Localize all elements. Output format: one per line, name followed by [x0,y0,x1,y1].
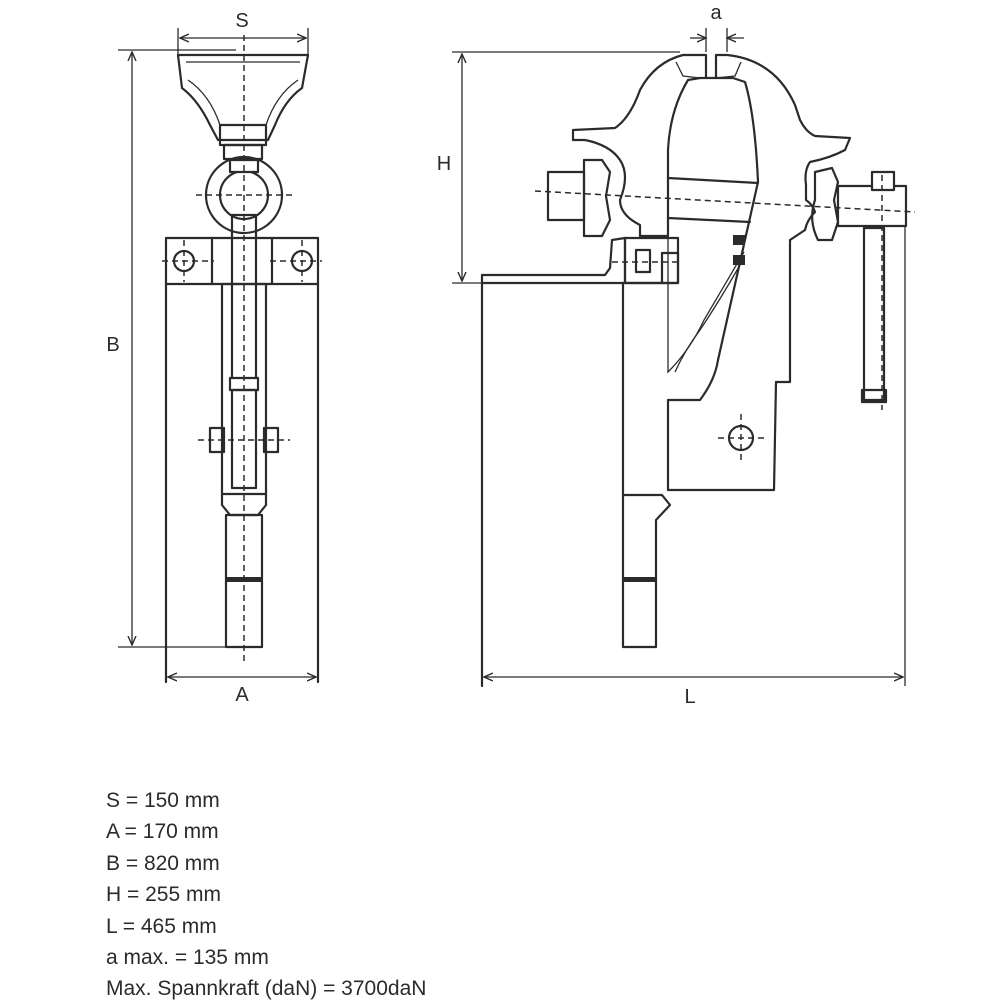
dim-label-a-lower: a [710,2,722,24]
vise-technical-drawing: S B A [106,2,916,708]
dim-label-s: S [235,10,248,32]
spec-h: H = 255 mm [106,883,221,907]
front-view [162,35,322,684]
spec-clamping-force: Max. Spannkraft (daN) = 3700daN [106,977,427,1001]
dim-label-l: L [684,686,695,708]
dim-label-h: H [437,153,451,175]
side-view [480,53,916,649]
side-view-dimensions: a H L [437,2,906,708]
spec-a: A = 170 mm [106,820,219,844]
spec-l: L = 465 mm [106,914,217,938]
front-view-dimensions: S B A [106,10,316,706]
spec-a-max: a max. = 135 mm [106,946,269,970]
specification-list: S = 150 mm A = 170 mm B = 820 mm H = 255… [106,785,426,1005]
dim-label-b: B [106,334,119,356]
spec-b: B = 820 mm [106,851,220,875]
spec-s: S = 150 mm [106,789,220,812]
dim-label-a-upper: A [235,684,249,706]
